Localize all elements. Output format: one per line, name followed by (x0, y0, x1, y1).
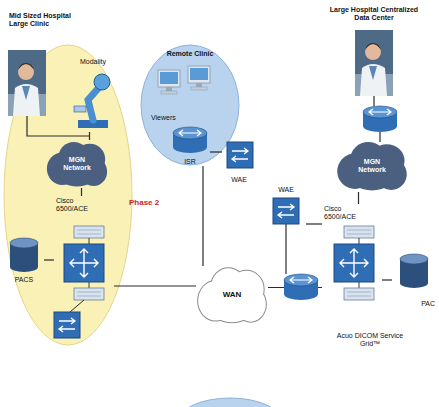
storage-icon (10, 238, 38, 272)
service-note: Acuo DICOM Service Grid™ (332, 332, 408, 348)
storage-icon (400, 254, 428, 288)
wae-icon (54, 312, 80, 338)
router-icon (173, 127, 207, 153)
monitor-icon (188, 66, 210, 90)
network-link (89, 132, 90, 140)
wae-icon (227, 142, 253, 168)
site-title: Large Hospital Centralized Data Center (322, 6, 426, 22)
region-title: Remote Clinic (166, 50, 215, 58)
device-label: Viewers (150, 114, 177, 122)
region-ellipse (4, 45, 132, 345)
cloud-label: MGN Network (60, 156, 94, 172)
cloud-outline (198, 268, 266, 322)
network-link (81, 188, 82, 196)
cloud-fill (198, 268, 266, 322)
region-ellipse (141, 45, 239, 165)
wire (70, 300, 84, 312)
modality-icon (74, 74, 110, 128)
photo-icon (8, 50, 46, 116)
region-fragment (178, 398, 282, 407)
network-link (210, 151, 222, 152)
phase-note: Phase 2 (128, 198, 170, 207)
cloud-fill (337, 142, 407, 190)
router-icon (284, 274, 318, 300)
network-link (382, 279, 392, 280)
device-label: ISR (183, 158, 197, 166)
network-link (306, 223, 322, 224)
cloud-fill (47, 142, 107, 187)
switch-icon (334, 226, 374, 300)
cloud-label: MGN Network (355, 158, 389, 174)
network-link (44, 259, 54, 260)
wan-cloud: WAN (196, 266, 268, 324)
device-label: Modality (79, 58, 107, 66)
device-label: WAE (277, 186, 295, 194)
cloud-label: WAN (222, 290, 243, 299)
device-label: Cisco 6500/ACE (55, 197, 95, 213)
region-title: Mid Sized Hospital Large Clinic (8, 12, 84, 28)
network-link (202, 166, 203, 266)
photo-icon (355, 30, 393, 96)
cloud-outline (210, 291, 253, 322)
network-cloud: MGN Network (45, 140, 109, 188)
device-label: Cisco 6500/ACE (323, 205, 363, 221)
network-link (358, 192, 359, 204)
device-label: PACS (14, 276, 35, 284)
modality-icon (74, 106, 86, 112)
modality-icon (94, 74, 110, 90)
router-icon (363, 106, 397, 132)
device-label: PAC (420, 300, 436, 308)
wae-icon (273, 198, 299, 224)
switch-icon (64, 226, 104, 300)
device-label: WAE (230, 176, 248, 184)
cloud-fill (210, 291, 253, 322)
wire (285, 224, 286, 274)
monitor-icon (158, 70, 180, 94)
network-cloud: MGN Network (335, 140, 409, 192)
network-link (114, 285, 196, 286)
